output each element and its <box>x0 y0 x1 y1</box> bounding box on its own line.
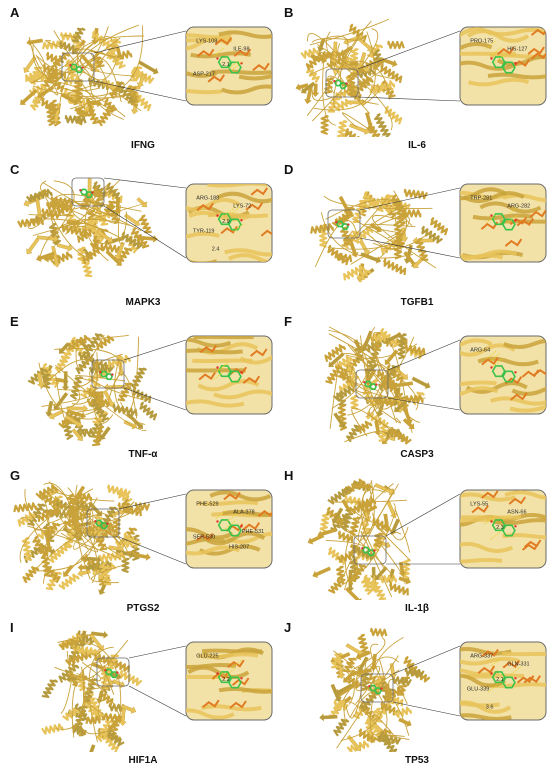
zoom-connector <box>129 646 186 658</box>
residue-label: LYS-108 <box>196 39 217 45</box>
site-ligand <box>335 221 349 229</box>
residue-label: ASN-66 <box>507 509 526 515</box>
protein-ribbon <box>28 332 157 446</box>
protein-ribbon <box>324 327 432 446</box>
protein-name: TP53 <box>282 755 550 766</box>
residue-label: ILE-98 <box>233 46 249 52</box>
residue-label: ARG-337 <box>470 654 493 660</box>
docking-illustration: ARG-64 <box>282 314 550 446</box>
zoom-connector <box>129 686 186 716</box>
residue-label: HIS-127 <box>507 46 527 52</box>
zoom-inset <box>170 336 278 414</box>
zoom-connector <box>393 646 460 674</box>
residue-label: TRP-281 <box>470 196 492 202</box>
zoom-inset: GLU-225 2.2 <box>160 642 278 720</box>
protein-name: CASP3 <box>282 449 550 460</box>
protein-name: IFNG <box>8 140 278 151</box>
protein-ribbon <box>18 178 158 277</box>
docking-illustration <box>8 314 278 446</box>
residue-label: TYR-119 <box>193 228 215 234</box>
zoom-connector <box>119 537 186 564</box>
residue-label: PHE-531 <box>242 529 264 535</box>
protein-name: IL-1β <box>282 603 550 614</box>
distance-label: 2.3 <box>496 525 504 531</box>
protein-name: TNF-α <box>8 449 278 460</box>
residue-label: GLU-339 <box>467 686 489 692</box>
residue-label: GLU-225 <box>196 654 218 660</box>
protein-ribbon <box>306 479 412 600</box>
residue-label: HIS-207 <box>229 545 249 551</box>
distance-label: 2.9 <box>222 219 230 225</box>
residue-label: PRO-175 <box>470 39 493 45</box>
distance-label: 2.1 <box>222 62 230 68</box>
protein-name: PTGS2 <box>8 603 278 614</box>
residue-label: GLN-331 <box>507 661 529 667</box>
distance-label: 2.2 <box>222 677 230 683</box>
protein-ribbon <box>13 482 151 597</box>
residue-label: ARG-188 <box>196 196 219 202</box>
residue-label: LYS-72 <box>233 203 251 209</box>
zoom-inset: ARG-64 <box>432 336 550 414</box>
protein-ribbon <box>42 630 142 752</box>
docking-illustration: GLU-225 2.2 <box>8 620 278 752</box>
residue-label: ASP-217 <box>193 71 215 77</box>
protein-ribbon <box>310 190 449 283</box>
protein-ribbon <box>295 19 404 137</box>
protein-name: MAPK3 <box>8 297 278 308</box>
protein-ribbon <box>18 25 160 126</box>
residue-label: LYS-55 <box>470 502 488 508</box>
distance-label: 2.1 <box>496 677 504 683</box>
protein-name: IL-6 <box>282 140 550 151</box>
zoom-connector <box>358 97 460 101</box>
distance-label: 2.4 <box>212 246 220 252</box>
residue-label: SER-530 <box>193 534 215 540</box>
residue-label: ALA-378 <box>233 509 254 515</box>
residue-label: PHE-529 <box>196 502 218 508</box>
residue-label: ARG-64 <box>470 348 490 354</box>
site-ligand <box>79 189 93 197</box>
residue-label: ARG-282 <box>507 203 530 209</box>
distance-label: 3.6 <box>486 704 494 710</box>
protein-name: TGFB1 <box>282 297 550 308</box>
zoom-connector <box>124 340 186 360</box>
protein-name: HIF1A <box>8 755 278 766</box>
